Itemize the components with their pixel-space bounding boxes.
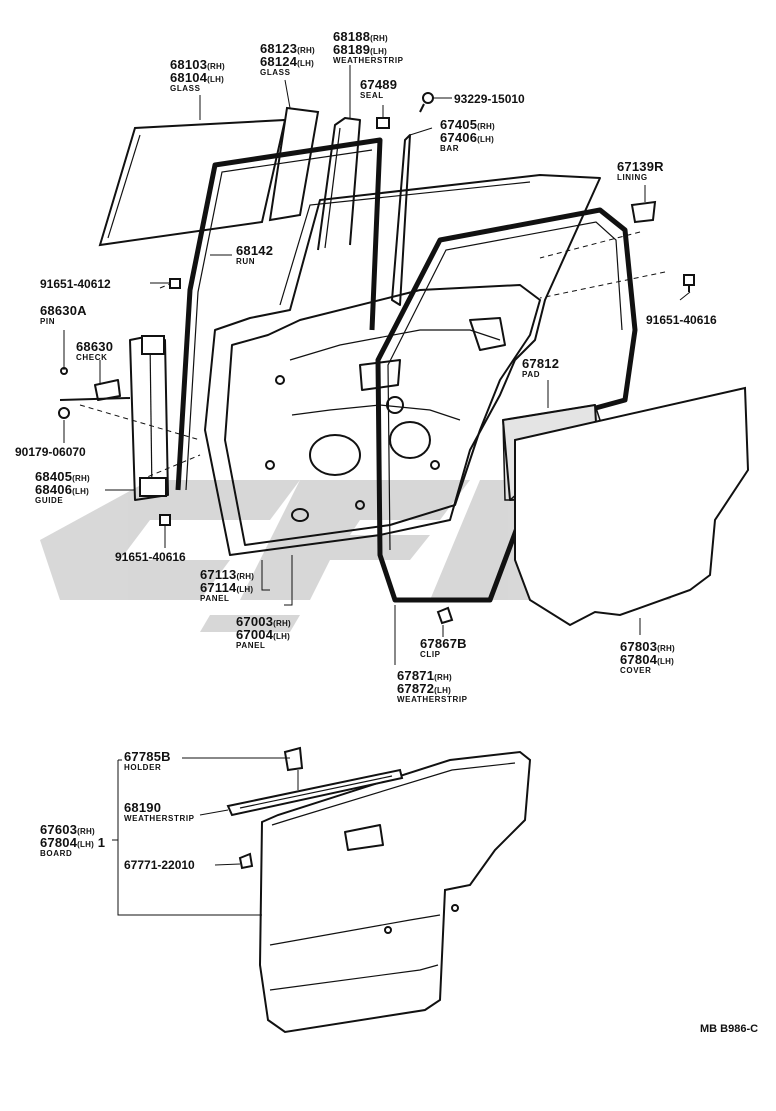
window-guide bbox=[129, 335, 169, 501]
cover-part bbox=[514, 386, 750, 627]
door-weatherstrip bbox=[375, 207, 638, 603]
label-clip: 67867B CLIP bbox=[420, 636, 467, 659]
watermark-shape bbox=[200, 615, 300, 632]
clip-icon bbox=[436, 606, 454, 625]
door-glass-main bbox=[98, 118, 287, 247]
door-hole bbox=[359, 359, 401, 391]
door-outer-panel bbox=[204, 174, 601, 556]
door-hole bbox=[389, 421, 431, 459]
label-weatherstrip-door: 67871(RH) 67872(LH) WEATHERSTRIP bbox=[397, 668, 468, 704]
door-hole bbox=[291, 508, 309, 522]
bolt-icon bbox=[169, 278, 181, 289]
board-clip-part bbox=[238, 852, 254, 870]
label-bar: 67405(RH) 67406(LH) BAR bbox=[440, 117, 495, 153]
label-guide: 68405(RH) 68406(LH) GUIDE bbox=[35, 469, 90, 505]
label-glass-quarter: 68123(RH) 68124(LH) GLASS bbox=[260, 41, 315, 77]
label-board-clip: 67771-22010 bbox=[124, 858, 195, 872]
label-pin: 68630A PIN bbox=[40, 303, 87, 326]
label-pad: 67812 PAD bbox=[522, 356, 560, 379]
label-seal: 67489 SEAL bbox=[360, 77, 398, 100]
seal-part bbox=[376, 117, 390, 129]
label-screw: 93229-15010 bbox=[454, 92, 525, 106]
weatherstrip-top bbox=[317, 117, 361, 251]
label-check: 68630 CHECK bbox=[76, 339, 114, 362]
door-hole bbox=[309, 434, 361, 476]
holder-part bbox=[283, 746, 304, 772]
washer-part bbox=[58, 407, 70, 419]
label-glass-main: 68103(RH) 68104(LH) GLASS bbox=[170, 57, 225, 93]
label-weatherstrip-belt: 68190 WEATHERSTRIP bbox=[124, 800, 195, 823]
label-run: 68142 RUN bbox=[236, 243, 274, 266]
screw-icon bbox=[419, 92, 434, 113]
door-hole bbox=[469, 317, 506, 351]
label-cover: 67803(RH) 67804(LH) COVER bbox=[620, 639, 675, 675]
label-board: 67603(RH) 67804(LH) 1 BOARD bbox=[40, 822, 106, 858]
bolt-icon bbox=[159, 514, 171, 526]
label-lining: 67139R LINING bbox=[617, 159, 664, 182]
lining-part bbox=[630, 200, 657, 224]
label-washer: 90179-06070 bbox=[15, 445, 86, 459]
diagram-code: MB B986-C bbox=[700, 1023, 759, 1035]
label-bolt-bottom: 91651-40616 bbox=[115, 550, 186, 564]
bolt-icon bbox=[683, 274, 695, 292]
glass-run bbox=[175, 137, 383, 491]
watermark-shape bbox=[40, 480, 300, 600]
label-bolt-right: 91651-40616 bbox=[646, 313, 717, 327]
label-outer-panel: 67003(RH) 67004(LH) PANEL bbox=[236, 614, 291, 650]
door-inner-panel bbox=[224, 284, 541, 546]
door-check bbox=[94, 379, 121, 401]
label-holder: 67785B HOLDER bbox=[124, 749, 171, 772]
division-bar bbox=[391, 134, 411, 306]
label-inner-panel: 67113(RH) 67114(LH) PANEL bbox=[200, 567, 255, 603]
door-glass-quarter bbox=[268, 106, 320, 222]
door-trim-board bbox=[258, 750, 532, 1034]
label-weatherstrip-top: 68188(RH) 68189(LH) WEATHERSTRIP bbox=[333, 29, 404, 65]
label-bolt-left: 91651-40612 bbox=[40, 277, 111, 291]
